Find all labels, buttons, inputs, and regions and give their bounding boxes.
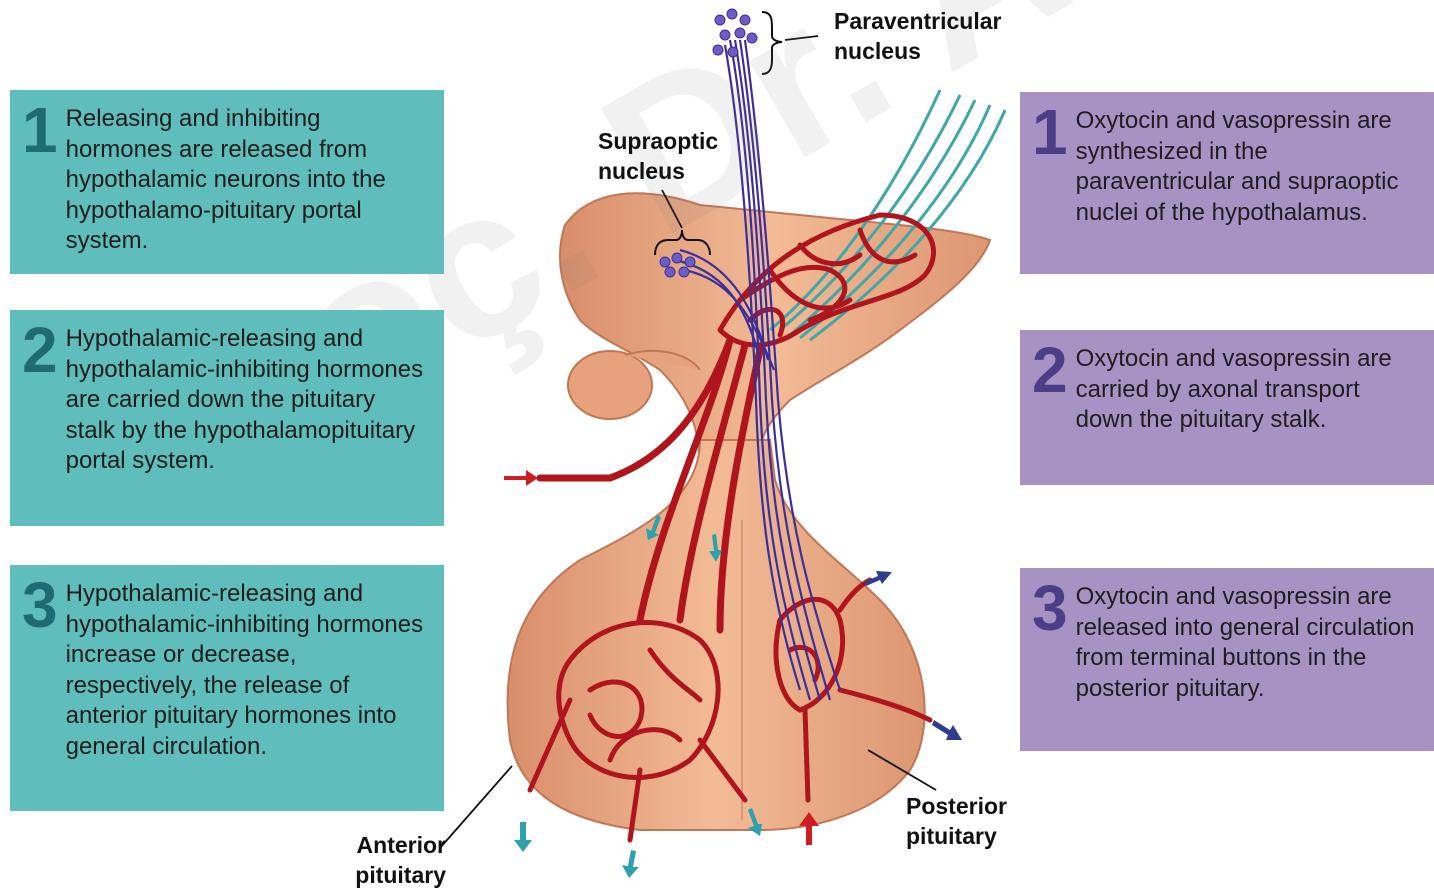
right-step-2-text: Oxytocin and vasopressin are carried by … [1076,344,1416,436]
right-step-2-number: 2 [1032,344,1068,396]
left-step-1-box: 1 Releasing and inhibiting hormones are … [10,90,444,274]
left-step-2-text: Hypothalamic-releasing and hypothalamic-… [66,324,426,477]
pituitary-gland [508,440,925,830]
arrow-red-in [504,470,538,486]
right-step-1-text: Oxytocin and vasopressin are synthesized… [1076,106,1416,228]
label-paraventricular: Paraventricular nucleus [834,6,1034,66]
left-step-2-number: 2 [22,324,58,376]
left-step-1-text: Releasing and inhibiting hormones are re… [66,104,426,257]
right-step-3-text: Oxytocin and vasopressin are released in… [1076,582,1416,704]
right-step-3-box: 3 Oxytocin and vasopressin are released … [1020,568,1434,751]
paraventricular-cell-bodies [713,9,757,57]
right-step-1-number: 1 [1032,106,1068,158]
label-anterior: Anterior pituitary [336,830,446,890]
left-step-3-text: Hypothalamic-releasing and hypothalamic-… [66,579,426,762]
optic-bulge [568,351,652,419]
left-step-1-number: 1 [22,104,58,156]
right-step-3-number: 3 [1032,582,1068,634]
label-supraoptic: Supraoptic nucleus [598,126,738,186]
left-step-3-box: 3 Hypothalamic-releasing and hypothalami… [10,565,444,811]
right-step-2-box: 2 Oxytocin and vasopressin are carried b… [1020,330,1434,485]
right-step-1-box: 1 Oxytocin and vasopressin are synthesiz… [1020,92,1434,274]
anterior-pointer [440,766,512,848]
left-step-2-box: 2 Hypothalamic-releasing and hypothalami… [10,310,444,526]
paraventricular-bracket [762,12,782,74]
left-step-3-number: 3 [22,579,58,631]
label-posterior: Posterior pituitary [906,791,1026,851]
